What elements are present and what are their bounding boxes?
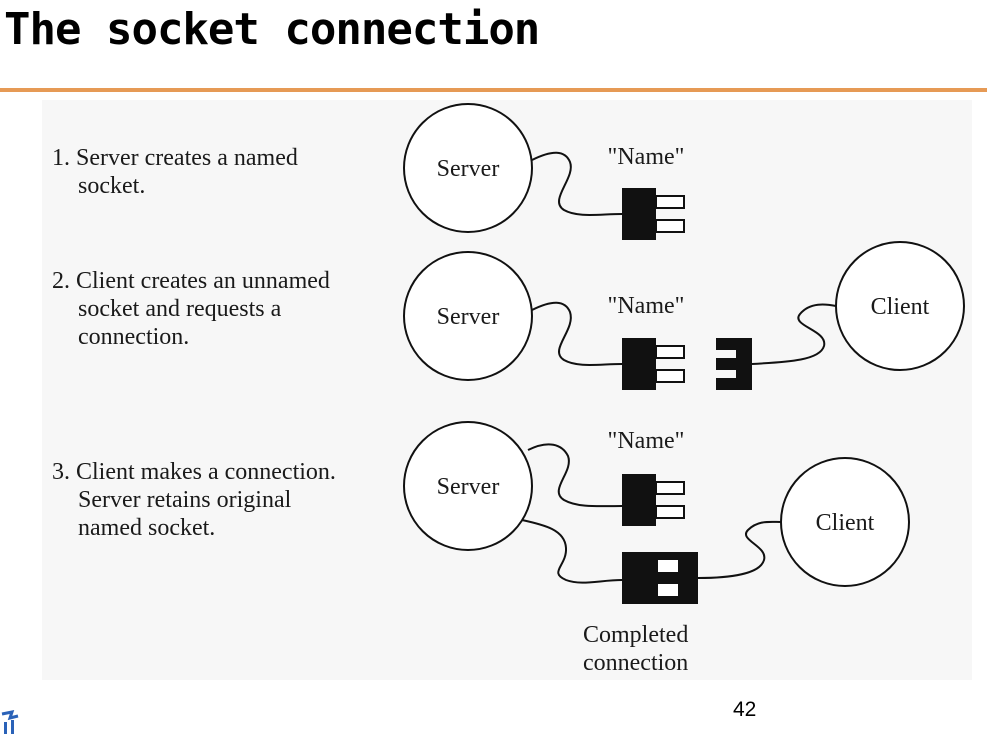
slide-title: The socket connection [4,4,540,55]
step-3-text: 3. Client makes a connection. Server ret… [52,458,336,542]
step-1-line-1: 1. Server creates a named [52,145,298,171]
page-number: 42 [733,698,757,721]
server-node-3 [403,421,533,551]
socket-name-label-1: "Name" [608,144,685,170]
server-node-1 [403,103,533,233]
unnamed-socket-receptacle-2 [716,338,752,390]
client-cable-2 [751,303,837,365]
client-cable-3 [697,520,782,579]
step-3-line-3: named socket. [78,515,216,541]
step-2-line-3: connection. [78,324,190,350]
completed-connection-plug [622,552,698,604]
server-cable-3b [521,519,623,584]
client-label-3: Client [816,510,875,536]
server-node-2 [403,251,533,381]
server-label-2: Server [437,304,500,330]
step-3-line-2: Server retains original [78,487,292,513]
step-3-line-1: 3. Client makes a connection. [52,459,336,485]
server-cable-1 [531,151,623,216]
completed-connection-label-line-2: connection [583,650,688,676]
step-1-text: 1. Server creates a named socket. [52,144,298,200]
step-1-line-2: socket. [78,173,146,199]
socket-name-label-3: "Name" [608,428,685,454]
step-2-line-2: socket and requests a [78,296,282,322]
server-label-1: Server [437,156,500,182]
step-2-text: 2. Client creates an unnamed socket and … [52,267,330,351]
title-underline [0,88,987,92]
step-2-line-1: 2. Client creates an unnamed [52,268,330,294]
socket-name-label-2: "Name" [608,293,685,319]
named-socket-plug-1 [622,188,685,240]
server-label-3: Server [437,474,500,500]
institution-logo-icon [1,710,19,734]
completed-connection-label-line-1: Completed [583,622,688,648]
server-cable-3a [527,443,623,508]
named-socket-plug-2 [622,338,685,390]
server-cable-2 [531,301,623,366]
named-socket-plug-3 [622,474,685,526]
client-label-2: Client [871,294,930,320]
